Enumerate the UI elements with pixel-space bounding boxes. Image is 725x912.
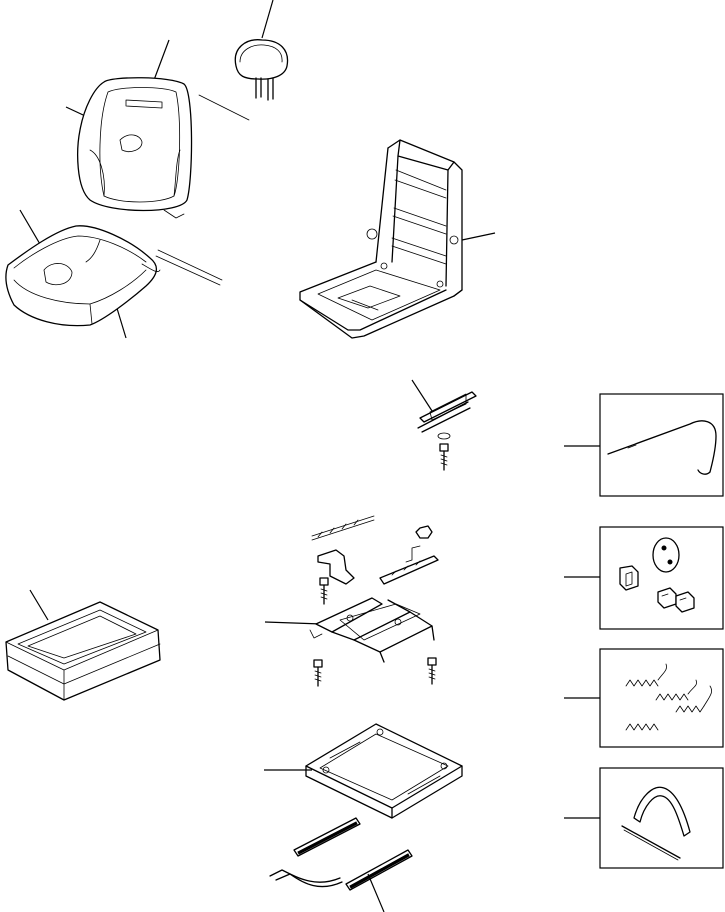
spring-icon [564, 648, 724, 748]
headrest-icon [198, 0, 289, 121]
slide-rail-icon [269, 817, 413, 912]
bushing-icon [564, 526, 724, 630]
base-frame-icon [264, 723, 463, 819]
seat-frame-icon [299, 139, 496, 339]
seat-back-icon [65, 39, 193, 219]
strap-icon [564, 767, 724, 869]
cable-icon [564, 393, 724, 497]
seat-cushion-icon [5, 209, 223, 339]
rail-bracket-icon [411, 379, 477, 471]
tray-icon [5, 589, 161, 701]
adjuster-icon [264, 515, 439, 687]
